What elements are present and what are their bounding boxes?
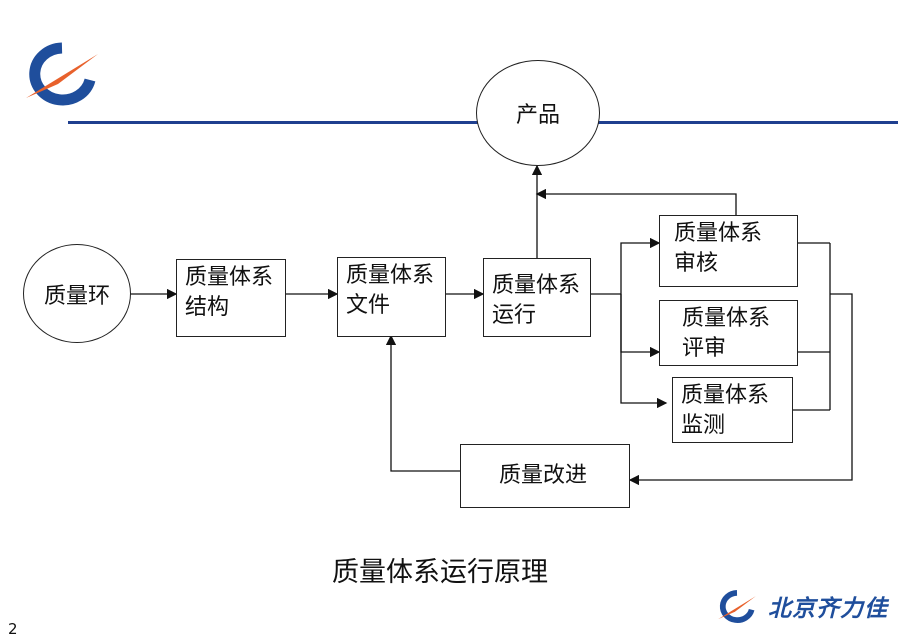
arrow-improvement-to-documents [385, 334, 460, 472]
quality-loop-node: 质量环 [23, 244, 131, 343]
review-node: 质量体系 评审 [659, 300, 798, 366]
product-node: 产品 [476, 60, 600, 166]
brand-logo-icon [718, 590, 756, 623]
structure-node: 质量体系 结构 [176, 259, 286, 337]
company-logo [26, 42, 98, 106]
arrow-audit-to-product [535, 188, 737, 215]
operation-node: 质量体系 运行 [483, 258, 591, 337]
arrow-operation-to-audit [620, 237, 661, 294]
arrow-feedback-to-improvement [628, 293, 853, 486]
diagram-caption: 质量体系运行原理 [332, 557, 548, 588]
brand-footer: 北京齐力佳 [714, 588, 888, 624]
arrow-operation-to-monitoring [620, 294, 668, 409]
audit-node: 质量体系 审核 [659, 215, 798, 287]
monitoring-node: 质量体系 监测 [672, 377, 793, 443]
arrow-operation-to-review [620, 294, 661, 358]
page-number: 2 [8, 620, 18, 638]
brand-name: 北京齐力佳 [768, 595, 888, 622]
documents-node: 质量体系 文件 [337, 257, 446, 337]
improvement-node: 质量改进 [460, 444, 630, 508]
